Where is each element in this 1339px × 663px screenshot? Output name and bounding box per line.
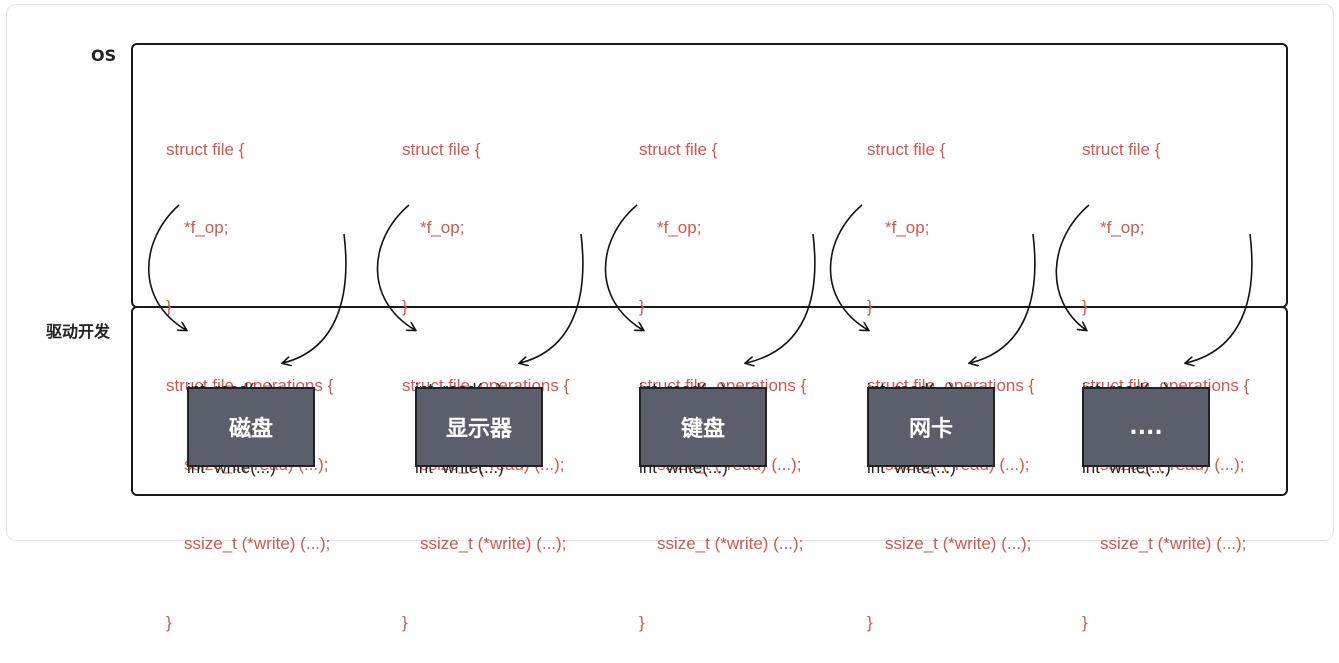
code-line: struct file { xyxy=(639,139,718,159)
code-line: *f_op; xyxy=(184,218,229,238)
code-line: } xyxy=(867,612,873,632)
code-line: struct file { xyxy=(166,139,245,159)
device-box-disk: 磁盘 xyxy=(187,387,315,467)
code-line: ssize_t (*write) (...); xyxy=(1100,534,1247,554)
code-line: } xyxy=(1082,297,1088,317)
code-line: *f_op; xyxy=(1100,218,1145,238)
device-box-nic: 网卡 xyxy=(867,387,995,467)
code-line: } xyxy=(867,297,873,317)
device-box-display: 显示器 xyxy=(415,387,543,467)
code-line: } xyxy=(402,297,408,317)
driver-layer-label: 驱动开发 xyxy=(46,322,111,341)
code-line: } xyxy=(402,612,408,632)
code-line: *f_op; xyxy=(420,218,465,238)
code-line: struct file { xyxy=(402,139,481,159)
code-line: } xyxy=(1082,612,1088,632)
code-line: } xyxy=(639,297,645,317)
code-line: *f_op; xyxy=(657,218,702,238)
device-box-more: .... xyxy=(1082,387,1210,467)
code-line: ssize_t (*write) (...); xyxy=(657,534,804,554)
driver-layer-box xyxy=(131,306,1288,496)
device-box-keyboard: 键盘 xyxy=(639,387,767,467)
code-line: *f_op; xyxy=(885,218,930,238)
code-line: } xyxy=(166,297,172,317)
code-line: struct file { xyxy=(1082,139,1161,159)
code-line: ssize_t (*write) (...); xyxy=(184,534,331,554)
code-line: ssize_t (*write) (...); xyxy=(885,534,1032,554)
code-line: } xyxy=(166,612,172,632)
code-line: ssize_t (*write) (...); xyxy=(420,534,567,554)
code-line: } xyxy=(639,612,645,632)
code-line: struct file { xyxy=(867,139,946,159)
os-layer-label: OS xyxy=(91,46,117,65)
